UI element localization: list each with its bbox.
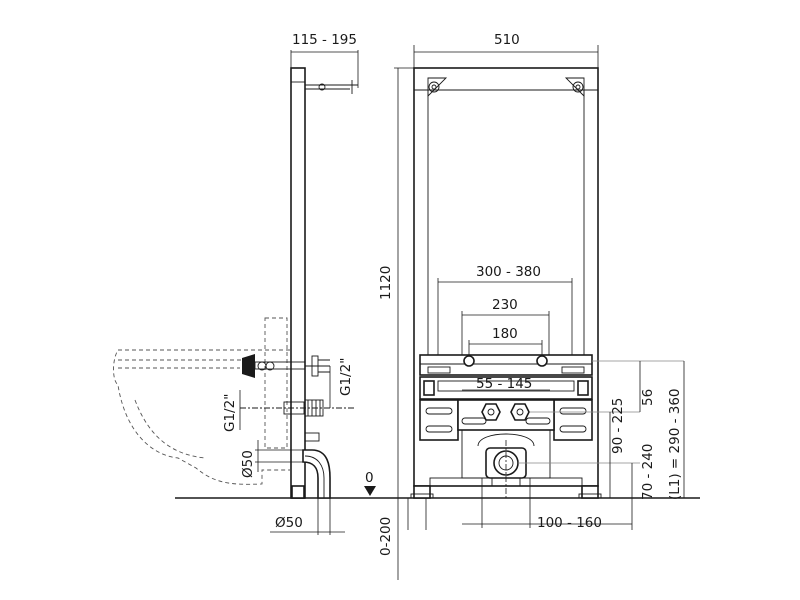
dim-dn50-vertical-label: Ø50 [240,450,256,478]
dim-drain-height-label: 70 - 240 [640,444,656,500]
supply-rail [419,376,593,400]
stud-back-thread [318,359,330,373]
top-left-anchor-icon [428,81,440,93]
dim-floor-adjust-label: 0-200 [378,517,394,556]
bidet-top-hidden [118,359,250,369]
supply-connection-left-icon [481,403,501,421]
dim-fix-inner-label: 180 [492,326,518,342]
bidet-bowl-hidden [134,399,206,459]
dim-56-label: 56 [640,389,656,406]
top-right-anchor-hole [575,84,581,90]
stud-back-plate [311,355,319,377]
dim-l1-label: (L1) = 290 - 360 [667,388,683,500]
dim-g12-lower-label: G1/2" [222,394,238,432]
center-plate [457,399,555,431]
bidet-outline-hidden [113,349,290,485]
top-left-anchor-hole [431,84,437,90]
side-rail-low [304,432,320,442]
floor-zero-label: 0 [365,470,374,486]
side-frame-top-cap [290,67,306,83]
side-view: 115 - 195 G1/2" G1/2" Ø50 Ø50 0 [113,32,376,535]
dim-height-label: 1120 [378,266,394,300]
supply-rail-clip-right [577,380,589,396]
top-right-anchor-icon [572,81,584,93]
dim-supply-height-label: 90 - 225 [610,398,626,454]
side-frame-column [290,67,306,499]
dim-dn50-bottom-label: Ø50 [275,515,303,531]
mount-plate-right-slot1 [559,407,587,415]
foot-left-pad [410,493,434,499]
mount-plate-right [553,399,593,441]
side-frame-foot [291,485,305,499]
mount-plate-left [419,399,459,441]
mounting-nut-icon [242,354,255,378]
drain-bracket-arch [477,433,535,447]
top-right-gusset [564,77,585,98]
fixing-rail-slot-left [427,366,451,374]
supply-connection-right-hole [516,408,524,416]
supply-connection-left-hole [487,408,495,416]
mount-plate-right-slot2 [559,425,587,433]
fixing-rod-nut [318,83,326,91]
floor-zero-arrow-icon [364,486,376,496]
stud-washer-2 [265,361,275,371]
bottom-cross-rail [429,477,583,487]
center-plate-slot-right [525,417,551,425]
dim-fix-mid-label: 230 [492,297,518,313]
front-view: 510 1120 300 - 380 230 180 55 - 145 90 -… [378,32,685,580]
fixing-rail [419,354,593,376]
fixing-rail-slot-right [561,366,585,374]
dim-g12-upper-label: G1/2" [338,358,354,396]
mount-plate-left-slot2 [425,425,453,433]
foot-right-pad [578,493,602,499]
fixing-stud-left-icon [463,355,475,367]
dim-width-label: 510 [494,32,520,48]
top-left-gusset [427,77,448,98]
fixing-stud-right-icon [536,355,548,367]
center-plate-slot-left [461,417,487,425]
front-foot-left [413,485,431,499]
supply-connection-right-icon [510,403,530,421]
supply-rail-slot [437,380,575,392]
dim-supply-spacing-label: 55 - 145 [476,376,532,392]
mount-plate-left-slot1 [425,407,453,415]
supply-rail-clip-left [423,380,435,396]
supply-column-hidden [264,317,288,449]
drain-elbow [302,449,331,499]
dim-depth-label: 115 - 195 [292,32,357,48]
drain-elbow-inner [304,455,325,498]
front-foot-right [581,485,599,499]
dim-fix-outer-label: 300 - 380 [476,264,541,280]
dim-drain-offset-label: 100 - 160 [537,515,602,531]
